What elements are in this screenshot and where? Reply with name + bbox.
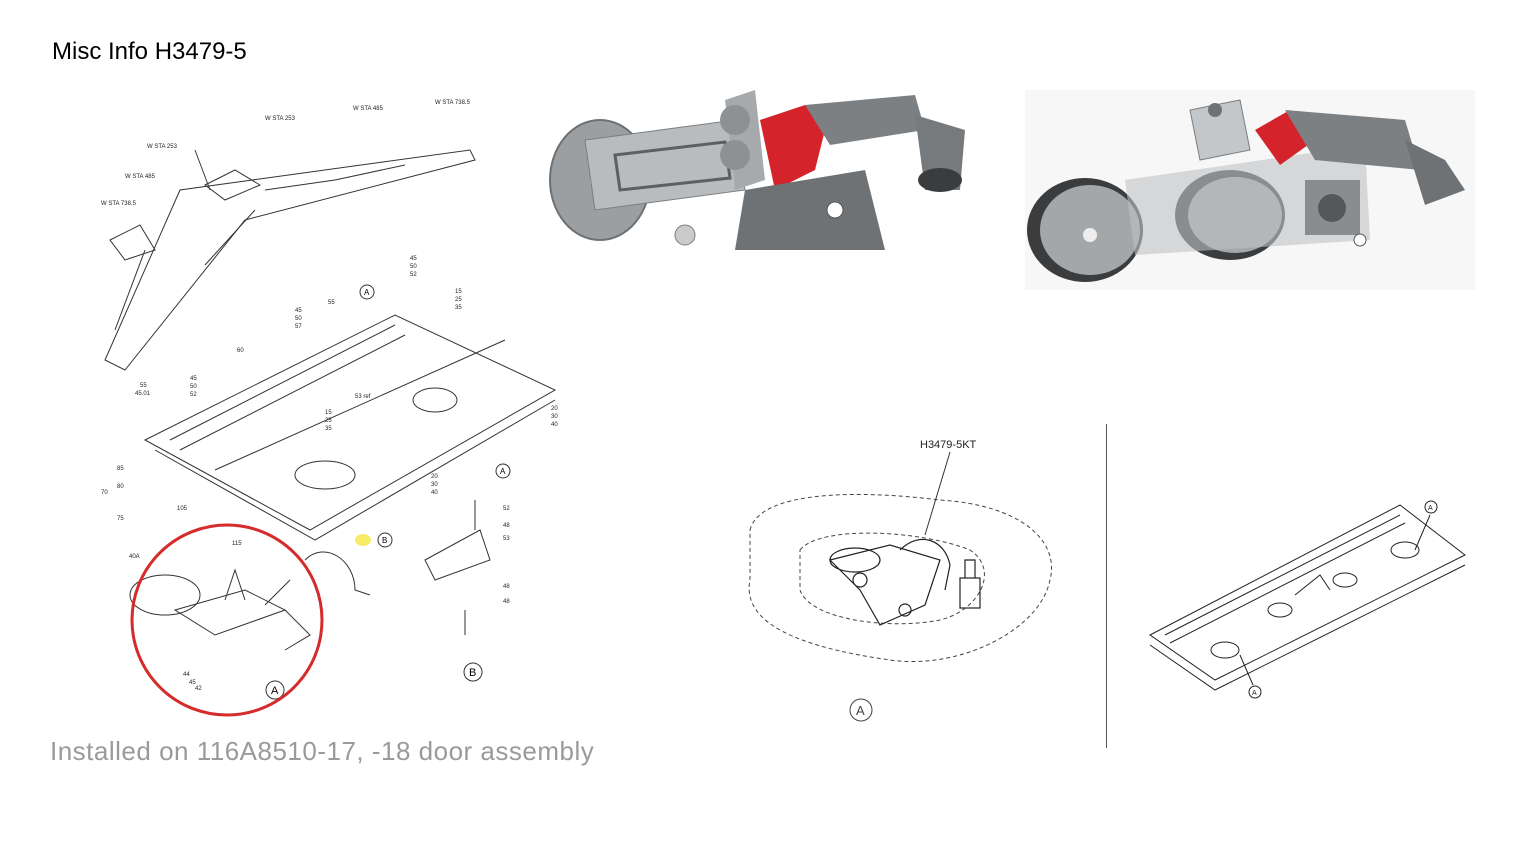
callout-label: 15 <box>455 289 462 295</box>
view-marker-label: B <box>469 667 476 679</box>
aircraft-wing-drawing <box>104 149 476 371</box>
callout-label: 50 <box>410 264 417 270</box>
callout-label: 44 <box>183 672 190 678</box>
view-marker-a <box>265 680 285 700</box>
latch-photo-open <box>545 60 985 270</box>
callout-label: 53 <box>503 536 510 542</box>
callout-label: 45 <box>190 376 197 382</box>
wing-station-label: W STA 253 <box>147 144 178 150</box>
wing-station-label: W STA 485 <box>125 174 156 180</box>
callout-label: 40 <box>431 490 438 496</box>
callout-label: 20 <box>551 406 558 412</box>
view-marker-label: A <box>271 685 279 697</box>
callout-label: 55 <box>140 383 147 389</box>
callout-label: 40 <box>551 422 558 428</box>
callout-label: 20 <box>431 474 438 480</box>
view-marker-b <box>359 284 375 300</box>
divider <box>1106 424 1107 748</box>
callout-label: 25 <box>455 297 462 303</box>
callout-label: 52 <box>503 506 510 512</box>
callout-label: 105 <box>177 506 188 512</box>
callout-label: 115 <box>232 541 242 547</box>
wing-station-label: W STA 738.5 <box>435 100 471 106</box>
latch-installation-view-a: H3479-5KT A <box>748 439 1052 722</box>
callout-label: 35 <box>455 305 462 311</box>
part-number-label: H3479-5KT <box>920 439 977 451</box>
callout-label: 45.01 <box>135 391 151 397</box>
callout-label: 80 <box>117 484 124 490</box>
callout-label: 48 <box>503 599 510 605</box>
wing-station-label: W STA 485 <box>353 106 384 112</box>
latch-photo-rear <box>1025 90 1475 290</box>
view-marker-label: A <box>1252 690 1257 697</box>
callout-label: 40A <box>129 554 140 560</box>
door-assembly-view: A A <box>1149 500 1466 699</box>
callout-label: 60 <box>237 348 244 354</box>
callout-label: 50 <box>295 316 302 322</box>
highlight-circle <box>130 523 324 717</box>
highlight-mark <box>355 534 371 546</box>
view-marker-label: A <box>364 288 370 297</box>
callout-label: 42 <box>195 686 202 692</box>
latch-detail-drawing <box>129 500 491 651</box>
installation-caption: Installed on 116A8510-17, -18 door assem… <box>50 736 595 766</box>
slide-title: Misc Info H3479-5 <box>52 38 247 65</box>
callout-label: 52 <box>410 272 417 278</box>
callout-label: 48 <box>503 523 510 529</box>
callout-label: 45 <box>410 256 417 262</box>
callout-label: 30 <box>431 482 438 488</box>
view-marker-b <box>463 662 483 682</box>
callout-labels: 45 50 52 15 25 35 55 45 50 57 60 55 45.0… <box>101 256 558 692</box>
callout-label: 45 <box>189 680 196 686</box>
callout-label: 25 <box>325 418 332 424</box>
view-marker-label: A <box>856 703 865 718</box>
callout-label: 15 <box>325 410 332 416</box>
callout-label: 52 <box>190 392 197 398</box>
wing-station-label: W STA 253 <box>265 116 296 122</box>
view-marker-a <box>495 463 511 479</box>
callout-label: 35 <box>325 426 332 432</box>
callout-label: 85 <box>117 466 124 472</box>
view-marker-label: A <box>1428 505 1433 512</box>
callout-label: 55 <box>328 300 335 306</box>
view-marker-label: B <box>382 536 387 545</box>
wing-station-label: W STA 738.5 <box>101 201 137 207</box>
callout-label: 30 <box>551 414 558 420</box>
callout-label: 48 <box>503 584 510 590</box>
exploded-door-diagram: W STA 253 W STA 485 W STA 738.5 W STA 25… <box>101 100 558 717</box>
callout-label: 50 <box>190 384 197 390</box>
callout-label: 70 <box>101 490 108 496</box>
callout-label: 57 <box>295 324 302 330</box>
callout-label: 45 <box>295 308 302 314</box>
view-marker-label: A <box>500 467 506 476</box>
callout-label: 53 ref <box>355 394 371 400</box>
view-marker-a <box>377 532 393 548</box>
door-panel-drawing <box>143 314 557 541</box>
callout-label: 75 <box>117 516 124 522</box>
